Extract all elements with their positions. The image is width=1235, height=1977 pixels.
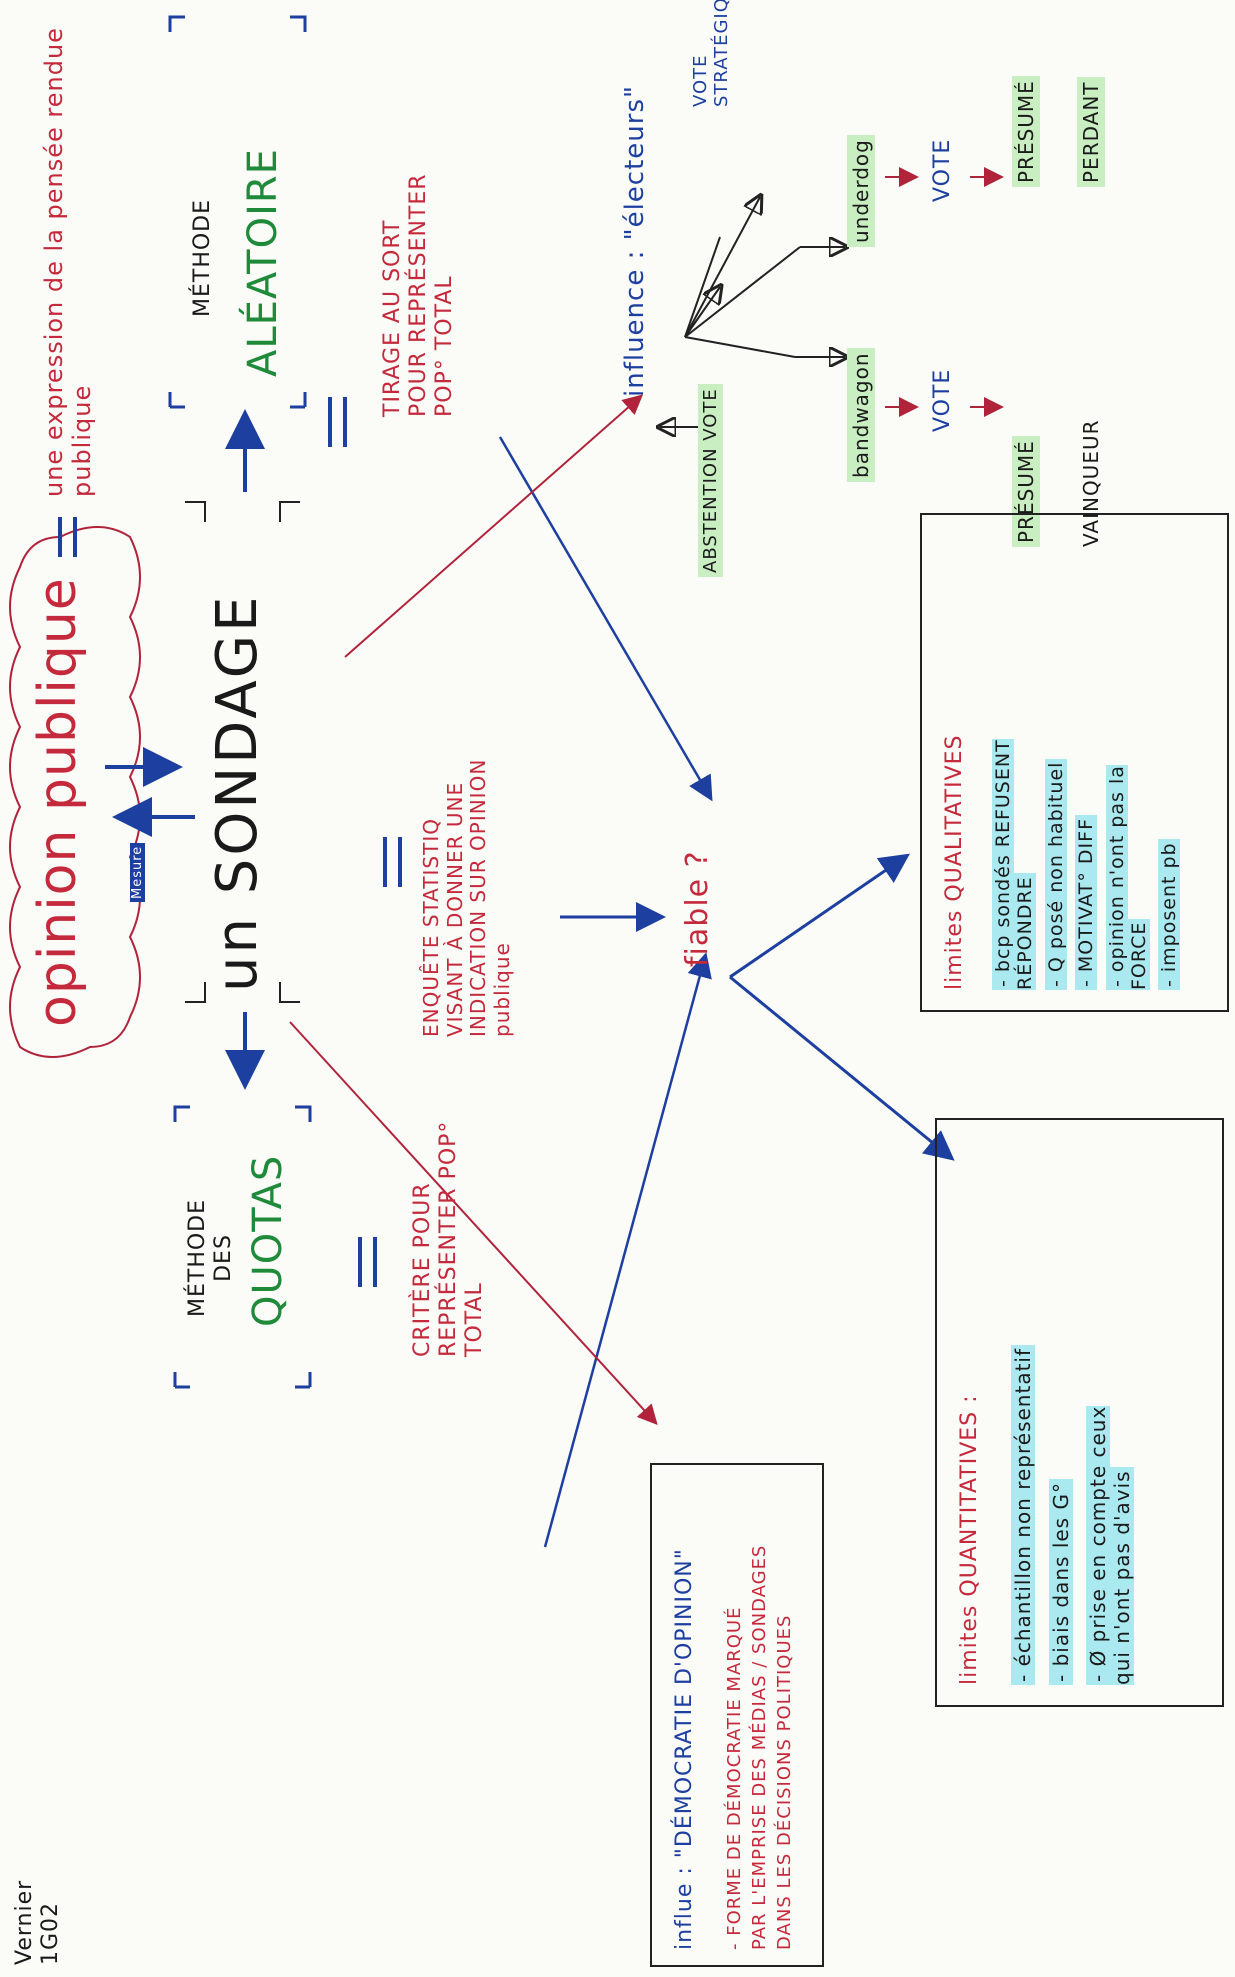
qualitatives-item: - Q posé non habituel [1044,758,1067,990]
quantitatives-list: - échantillon non représentatif - biais … [1011,1344,1134,1685]
aleatoire-name: ALÉATOIRE [240,148,286,377]
qualitatives-list: - bcp sondés REFUSENT RÉPONDRE - Q posé … [992,739,1181,990]
bandwagon-label: bandwagon [847,348,875,482]
expression-definition: une expression de la pensée rendue publi… [40,27,97,497]
quantitatives-item: - échantillon non représentatif [1011,1344,1035,1685]
qualitatives-item: - MOTIVAT° DIFF [1075,815,1098,990]
quotas-name: QUOTAS [245,1154,291,1327]
democratie-box: influe : "DÉMOCRATIE D'OPINION" - FORME … [650,1463,824,1967]
mesure-label: Mesure [130,842,146,902]
fiable-question: fiable ? [680,850,715,967]
vote-left-label: VOTE [930,368,955,432]
vote-strategiq-label: VOTE STRATÉGIQ [690,0,733,107]
influence-electeurs-title: influence : "électeurs" [620,85,650,397]
abstention-label: ABSTENTION VOTE [698,384,723,577]
methode-quotas-title: MÉTHODE DES [185,1198,236,1317]
qualitatives-title: limites QUALITATIVES [942,734,967,990]
aleatoire-definition: TIRAGE AU SORT POUR REPRÉSENTER POP° TOT… [380,173,457,417]
qualitatives-item: - opinion n'ont pas la FORCE [1105,765,1151,990]
sondage-title: un SONDAGE [205,593,270,992]
vote-right-label: VOTE [930,138,955,202]
quantitatives-title: limites QUANTITATIVES : [957,1394,982,1685]
author-label: Vernier 1G02 [12,1879,63,1965]
opinion-cloud [9,526,141,1058]
sondage-definition: ENQUÊTE STATISTIQ VISANT À DONNER UNE IN… [419,758,514,1037]
presume-right-label: PRÉSUMÉ [1012,76,1040,187]
methode-aleatoire-title: MÉTHODE [190,198,215,317]
qualitatives-item: - imposent pb [1158,839,1181,990]
democratie-title: influe : "DÉMOCRATIE D'OPINION" [672,1548,697,1950]
limites-quantitatives-box: limites QUANTITATIVES : - échantillon no… [935,1118,1224,1707]
opinion-publique-title: opinion publique [28,577,88,1027]
qualitatives-item: - bcp sondés REFUSENT RÉPONDRE [992,739,1037,990]
democratie-text: - FORME DE DÉMOCRATIE MARQUÉ PAR L'EMPRI… [724,1544,796,1950]
limites-qualitatives-box: limites QUALITATIVES - bcp sondés REFUSE… [920,513,1229,1012]
perdant-label: PERDANT [1077,77,1105,187]
quantitatives-item: - biais dans les G° [1048,1479,1073,1685]
quantitatives-item: - Ø prise en compte ceux qui n'ont pas d… [1086,1405,1134,1685]
quotas-definition: CRITÈRE POUR REPRÉSENTER POP° TOTAL [410,1120,487,1357]
underdog-label: underdog [847,135,875,247]
